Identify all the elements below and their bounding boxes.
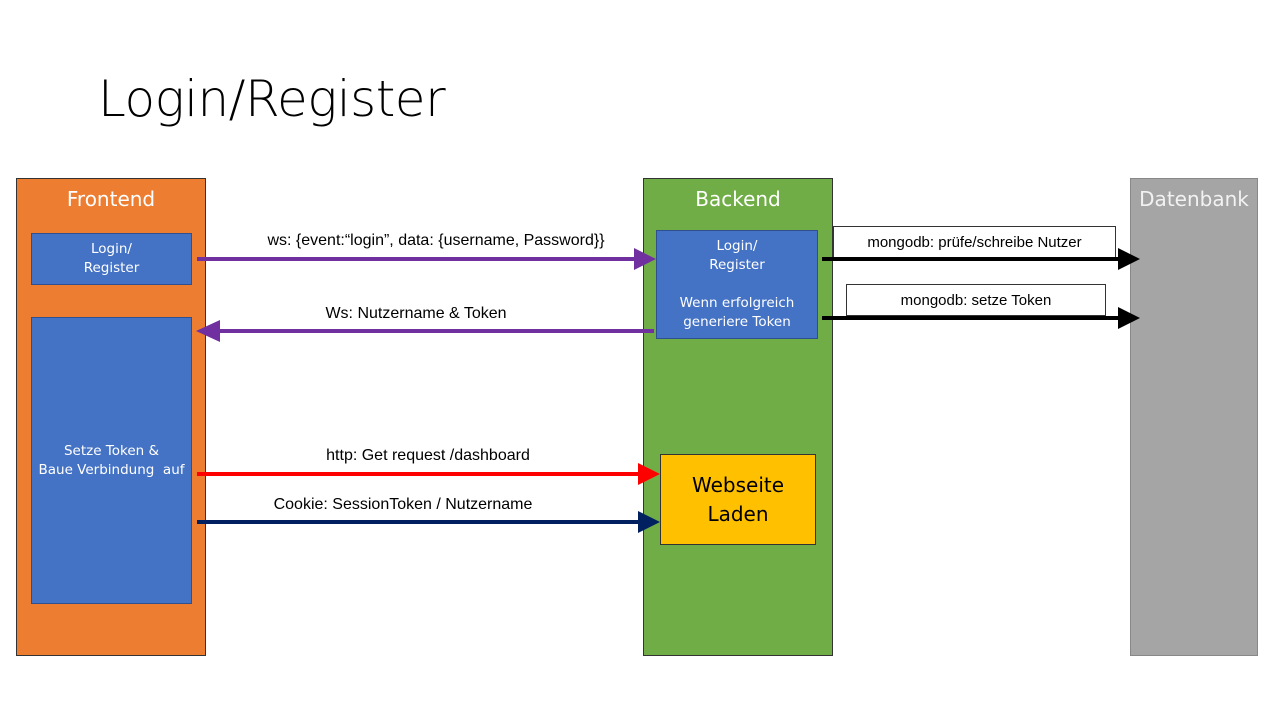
db-call-set-token: mongodb: setze Token	[846, 284, 1106, 316]
backend-lane-title: Backend	[695, 187, 781, 211]
cookie-label: Cookie: SessionToken / Nutzername	[273, 496, 533, 513]
arrow-ws-login-head	[634, 248, 656, 270]
datenbank-lane-title: Datenbank	[1139, 187, 1249, 211]
webseite-line: Webseite	[691, 472, 785, 497]
frontend-login-line: Register	[83, 260, 140, 276]
arrow-db-token-head	[1118, 307, 1140, 329]
webseite-laden-box: Webseite Laden	[660, 454, 816, 545]
frontend-lane-title: Frontend	[66, 187, 156, 211]
backend-login-line: Register	[709, 257, 765, 273]
frontend-login-line: Login/	[91, 241, 132, 257]
arrow-http-get-head	[638, 463, 660, 485]
frontend-login-box: Login/ Register	[31, 233, 192, 285]
page-title: Login/Register	[98, 70, 446, 128]
arrow-ws-token-head	[196, 320, 220, 342]
frontend-token-line: Setze Token &	[63, 442, 160, 459]
http-get-label: http: Get request /dashboard	[326, 447, 530, 464]
frontend-token-box: Setze Token & Baue Verbindung auf	[31, 317, 192, 604]
webseite-line: Laden	[707, 501, 769, 526]
ws-login-label: ws: {event:“login”, data: {username, Pas…	[267, 232, 605, 249]
backend-login-line: Login/	[716, 238, 758, 254]
frontend-token-line: Baue Verbindung auf	[38, 461, 185, 478]
ws-token-label: Ws: Nutzername & Token	[325, 305, 507, 322]
backend-login-box: Login/ Register Wenn erfolgreich generie…	[656, 230, 818, 339]
arrow-cookie-head	[638, 511, 660, 533]
backend-login-line: generiere Token	[683, 314, 791, 330]
backend-login-line: Wenn erfolgreich	[679, 295, 795, 311]
datenbank-lane: Datenbank	[1130, 178, 1258, 656]
arrow-db-check-head	[1118, 248, 1140, 270]
db-call-check-user: mongodb: prüfe/schreibe Nutzer	[833, 226, 1116, 258]
